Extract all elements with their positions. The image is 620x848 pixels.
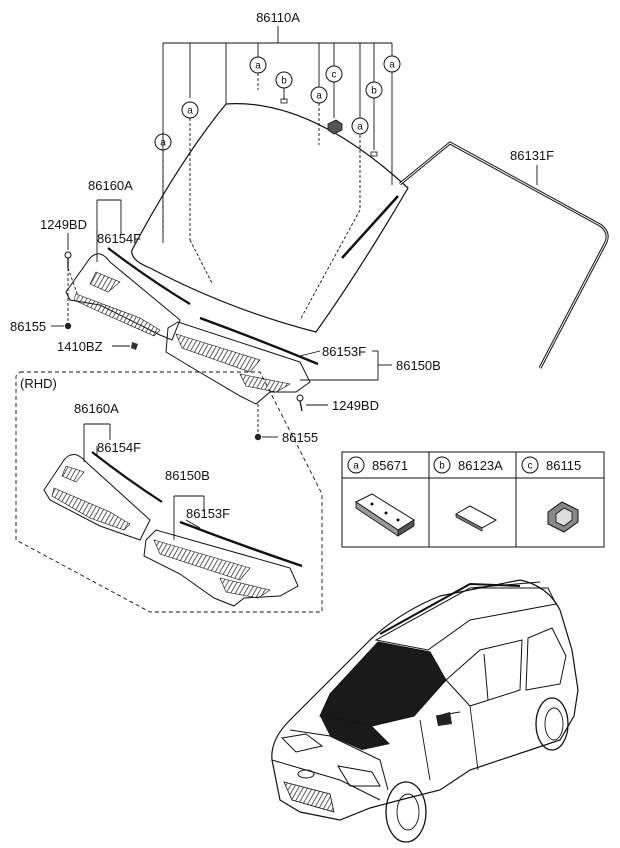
label-86154F: 86154F: [97, 231, 141, 246]
rhd-label-86160A: 86160A: [74, 401, 119, 416]
clip-b-part-2: [370, 151, 378, 157]
legend-cell-a: a 85671: [347, 456, 415, 537]
label-1410BZ: 1410BZ: [57, 339, 103, 354]
svg-text:86115: 86115: [546, 458, 581, 473]
nut-86155-left: [64, 322, 72, 330]
svg-text:a: a: [255, 61, 261, 72]
rear-wheel: [535, 697, 569, 751]
rhd-section: (RHD) 86160A 86154F 86150B: [15, 371, 323, 613]
label-86150B: 86150B: [396, 358, 441, 373]
callout-a-4: a: [181, 101, 199, 119]
bolt-1249BD-left: [64, 251, 72, 268]
mirror-bracket-c-part: [327, 119, 343, 135]
nut-86155-right: [254, 433, 262, 441]
callout-b-2: b: [365, 81, 383, 99]
clip-1410BZ: [112, 342, 138, 350]
svg-text:86123A: 86123A: [458, 458, 503, 473]
callout-a-2: a: [383, 55, 401, 73]
callout-a-3: a: [310, 86, 328, 104]
legend-table: a 85671 b 86123A c 86115: [341, 451, 605, 548]
bolt-1249BD-right: [296, 394, 304, 412]
svg-text:b: b: [281, 76, 287, 87]
callout-b-1: b: [275, 71, 293, 89]
car-windshield-highlight: [319, 641, 447, 727]
label-86110A: 86110A: [256, 10, 300, 25]
right-cowl-panel: [165, 316, 319, 405]
clip-b-part: [280, 98, 288, 104]
label-86153F: 86153F: [322, 344, 366, 359]
callout-a-6: a: [154, 133, 172, 151]
cowl-leader-lines: [51, 199, 392, 438]
svg-text:85671: 85671: [372, 458, 408, 473]
label-1249BD-right: 1249BD: [332, 398, 379, 413]
rhd-label-86150B: 86150B: [165, 468, 210, 483]
part-85671-drawing: [355, 493, 415, 537]
part-86123A-drawing: [454, 505, 498, 532]
svg-text:a: a: [160, 138, 166, 149]
label-86155-left: 86155: [10, 319, 46, 334]
svg-text:a: a: [316, 91, 322, 102]
label-86160A: 86160A: [88, 178, 133, 193]
callout-a-1: a: [249, 56, 267, 74]
legend-cell-b: b 86123A: [433, 456, 503, 532]
rhd-right-cowl-panel: [143, 520, 303, 607]
svg-text:b: b: [439, 461, 445, 472]
svg-text:a: a: [187, 106, 193, 117]
left-cowl-panel: [65, 247, 191, 341]
rhd-label-86154F: 86154F: [97, 440, 141, 455]
svg-text:a: a: [353, 461, 359, 472]
svg-text:a: a: [357, 122, 363, 133]
callout-markers: a b c a b a a a a: [154, 55, 401, 151]
svg-text:b: b: [371, 86, 377, 97]
callout-c-1: c: [325, 65, 343, 83]
rhd-label-86153F: 86153F: [186, 506, 230, 521]
callout-a-5: a: [351, 117, 369, 135]
rhd-label: (RHD): [20, 376, 57, 391]
rhd-left-cowl-panel: [43, 451, 163, 541]
part-86115-drawing: [547, 501, 579, 533]
label-1249BD-left: 1249BD: [40, 217, 87, 232]
part-labels: 86110A 86131F 86160A 1249BD 86154F 86155…: [10, 10, 554, 445]
svg-text:c: c: [528, 461, 533, 472]
svg-text:a: a: [389, 60, 395, 71]
label-86155-right: 86155: [282, 430, 318, 445]
svg-text:c: c: [332, 70, 337, 81]
windshield-molding: [399, 141, 609, 369]
windshield-leader-lines: [162, 26, 393, 321]
front-wheel: [385, 781, 427, 843]
legend-cell-c: c 86115: [521, 456, 581, 533]
car-illustration: [271, 579, 579, 843]
windshield-glass: [131, 103, 409, 333]
label-86131F: 86131F: [510, 148, 554, 163]
